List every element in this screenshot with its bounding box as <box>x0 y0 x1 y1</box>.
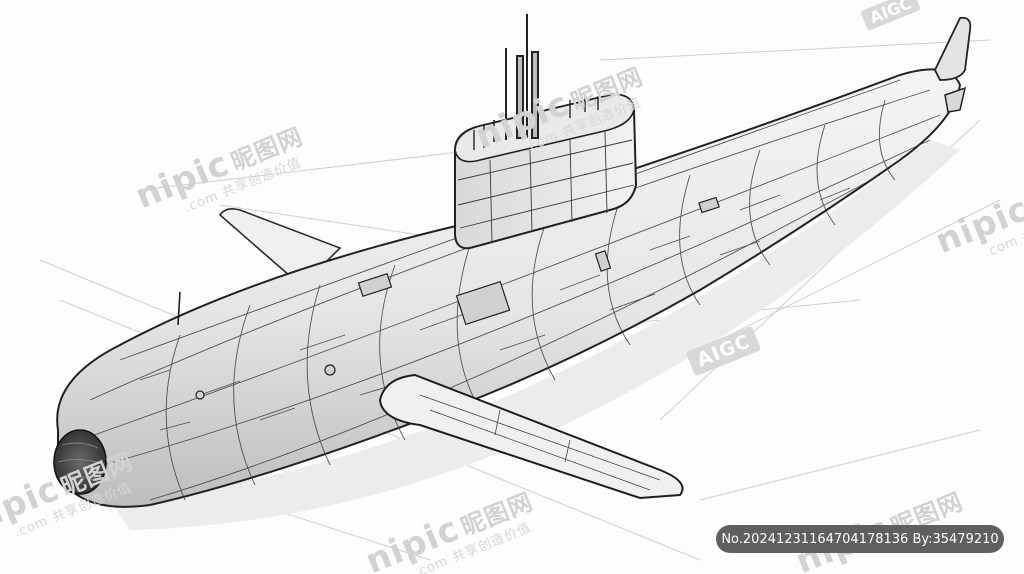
hull <box>56 68 962 508</box>
hull-hatches <box>195 196 720 400</box>
sail-masts <box>473 14 599 150</box>
stern-fin <box>933 16 972 81</box>
sail-top <box>454 93 635 163</box>
sail-panel-lines <box>457 131 635 243</box>
bow-mast <box>177 291 181 326</box>
stern-lower-fin <box>944 86 967 113</box>
hull-panel-lines <box>79 79 941 501</box>
image-id-badge: No.20241231164704178136 By:35479210 <box>716 525 1004 553</box>
side-fin <box>378 373 684 500</box>
